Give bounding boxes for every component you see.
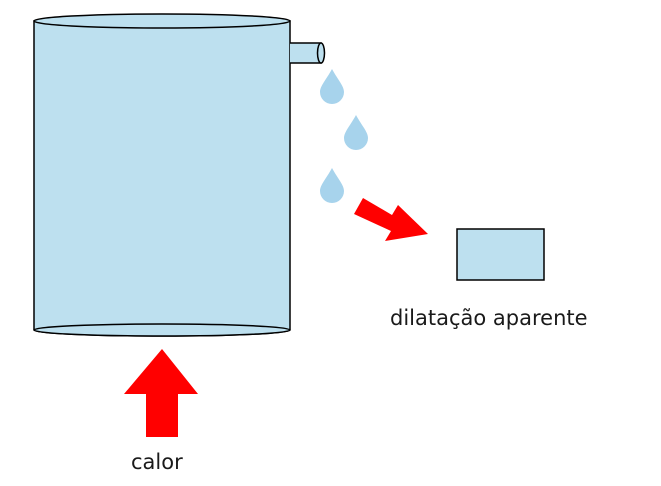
tank-spout (290, 42, 322, 64)
tank-top-rim (33, 13, 291, 29)
water-drop-icon (320, 168, 344, 203)
collecting-vessel (456, 228, 545, 281)
water-drop-icon (320, 69, 344, 104)
collecting-vessel-body (456, 228, 545, 281)
tank-bottom-rim (33, 323, 291, 337)
heat-label: calor (131, 450, 183, 474)
tank-body (33, 20, 291, 337)
red-arrow-up-icon (124, 349, 198, 437)
red-arrow-right-icon (354, 198, 428, 241)
tank-spout-opening (316, 42, 326, 64)
drops (320, 69, 368, 203)
tank (33, 13, 326, 337)
water-drop-icon (344, 115, 368, 150)
apparent-expansion-label: dilatação aparente (390, 306, 588, 330)
